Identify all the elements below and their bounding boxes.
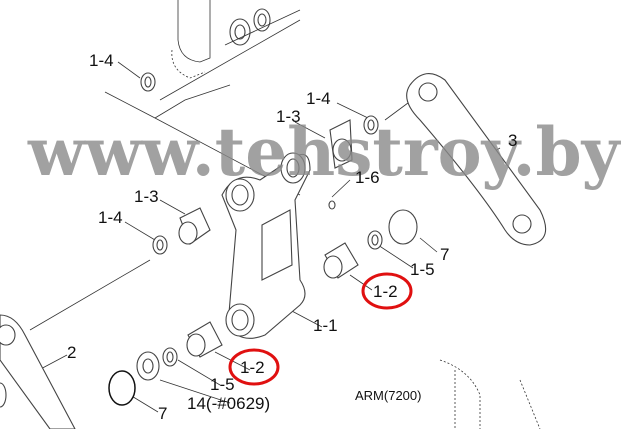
label-1-3-left: 1-3	[134, 187, 159, 206]
diagram-title: ARM(7200)	[355, 388, 421, 403]
label-1-2-bottom: 1-2	[240, 358, 265, 377]
link-3	[406, 73, 547, 246]
label-1-1: 1-1	[313, 316, 338, 335]
label-1-4-top: 1-4	[89, 51, 114, 70]
label-2: 2	[67, 343, 76, 362]
highlight-circle-right	[361, 272, 413, 310]
label-1-5-bottom: 1-5	[210, 375, 235, 394]
label-14: 14(-#0629)	[187, 394, 270, 413]
label-3: 3	[508, 131, 517, 150]
label-1-4-right: 1-4	[306, 89, 331, 108]
link-2	[0, 314, 76, 429]
arm-body	[221, 152, 336, 339]
label-1-4-left: 1-4	[98, 208, 123, 227]
label-1-3-top: 1-3	[276, 107, 301, 126]
bushings	[108, 72, 418, 406]
label-7-bottom: 7	[158, 404, 167, 423]
label-1-2-right: 1-2	[373, 282, 398, 301]
boom-outline	[171, 0, 541, 429]
top-washers	[159, 8, 301, 101]
label-1-5-right: 1-5	[410, 260, 435, 279]
label-7-right: 7	[440, 245, 449, 264]
highlight-circle-bottom	[228, 348, 280, 386]
watermark: www.tehstroy.by	[27, 113, 621, 191]
label-1-6: 1-6	[355, 168, 380, 187]
